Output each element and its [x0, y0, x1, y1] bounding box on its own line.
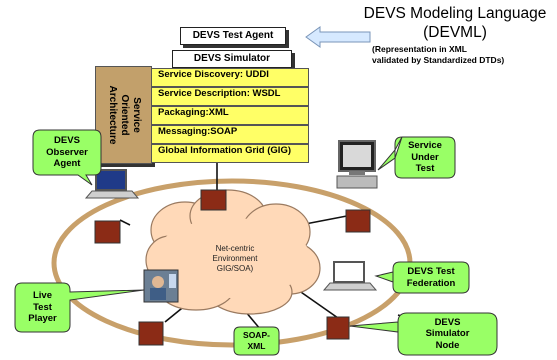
observer-agent-label-line2: Observer [46, 146, 88, 158]
devml-subtitle-line1: (Representation in XML [372, 44, 467, 54]
live-test-player-label-line1: Live [32, 290, 52, 302]
devs-test-agent-box: DEVS Test Agent [180, 27, 286, 45]
live-player-icon [143, 269, 179, 303]
server-node [138, 321, 164, 346]
service-under-test-label-line1: Service [408, 140, 442, 152]
devml-title-line2: (DEVML) [423, 24, 487, 41]
laptop-icon [84, 169, 140, 199]
observer-callout [32, 129, 102, 186]
server-node [200, 189, 227, 211]
laptop-icon [322, 261, 378, 291]
service-under-test-label-line3: Test [415, 163, 435, 175]
soap-xml-label-line1: SOAP- [243, 329, 270, 340]
service-under-test-label-line2: Under [411, 151, 439, 163]
devml-subtitle: (Representation in XML validated by Stan… [372, 44, 556, 66]
live-player-callout [14, 282, 145, 333]
layer-gig: Global Information Grid (GIG) [151, 144, 309, 163]
test-federation-callout [374, 261, 470, 294]
service-under-test-callout [377, 136, 456, 179]
computer-icon [336, 140, 378, 189]
simulator-node-label-line2: Simulator [425, 328, 470, 340]
soap-xml-callout [233, 326, 280, 356]
cloud-label: Net-centric Environment GIG/SOA) [190, 244, 280, 274]
devs-simulator-box: DEVS Simulator [172, 50, 292, 68]
layer-uddi: Service Discovery: UDDI [151, 68, 309, 87]
protocol-stack: Service Discovery: UDDI Service Descript… [151, 68, 309, 163]
live-test-player-label-line2: Test [33, 301, 52, 313]
cloud-label-line2: Environment [212, 254, 258, 263]
simulator-node-callout [349, 312, 498, 356]
layer-wsdl: Service Description: WSDL [151, 87, 309, 106]
simulator-node-label-line3: Node [435, 339, 460, 351]
server-node [345, 209, 371, 233]
cloud-label-line1: Net-centric [215, 244, 255, 253]
devml-subtitle-line2: validated by Standardized DTDs) [372, 55, 505, 65]
devml-arrow-icon [305, 26, 371, 48]
simulator-node-label-line1: DEVS [434, 316, 461, 328]
server-node [94, 220, 121, 244]
observer-agent-label-line1: DEVS [54, 135, 80, 147]
server-node [326, 316, 350, 340]
live-test-player-label-line3: Player [28, 313, 57, 325]
observer-agent-label-line3: Agent [53, 158, 81, 170]
devml-title-line1: DEVS Modeling Language [363, 5, 547, 22]
layer-xml: Packaging:XML [151, 106, 309, 125]
soap-xml-label: SOAP-XML [234, 327, 279, 355]
layer-soap: Messaging:SOAP [151, 125, 309, 144]
devml-title: DEVS Modeling Language (DEVML) [356, 4, 554, 42]
cloud-label-line3: GIG/SOA) [216, 264, 254, 273]
test-federation-label-line2: Federation [406, 277, 456, 289]
test-federation-label-line1: DEVS Test [407, 266, 455, 277]
soap-xml-label-line2: XML [247, 341, 266, 351]
